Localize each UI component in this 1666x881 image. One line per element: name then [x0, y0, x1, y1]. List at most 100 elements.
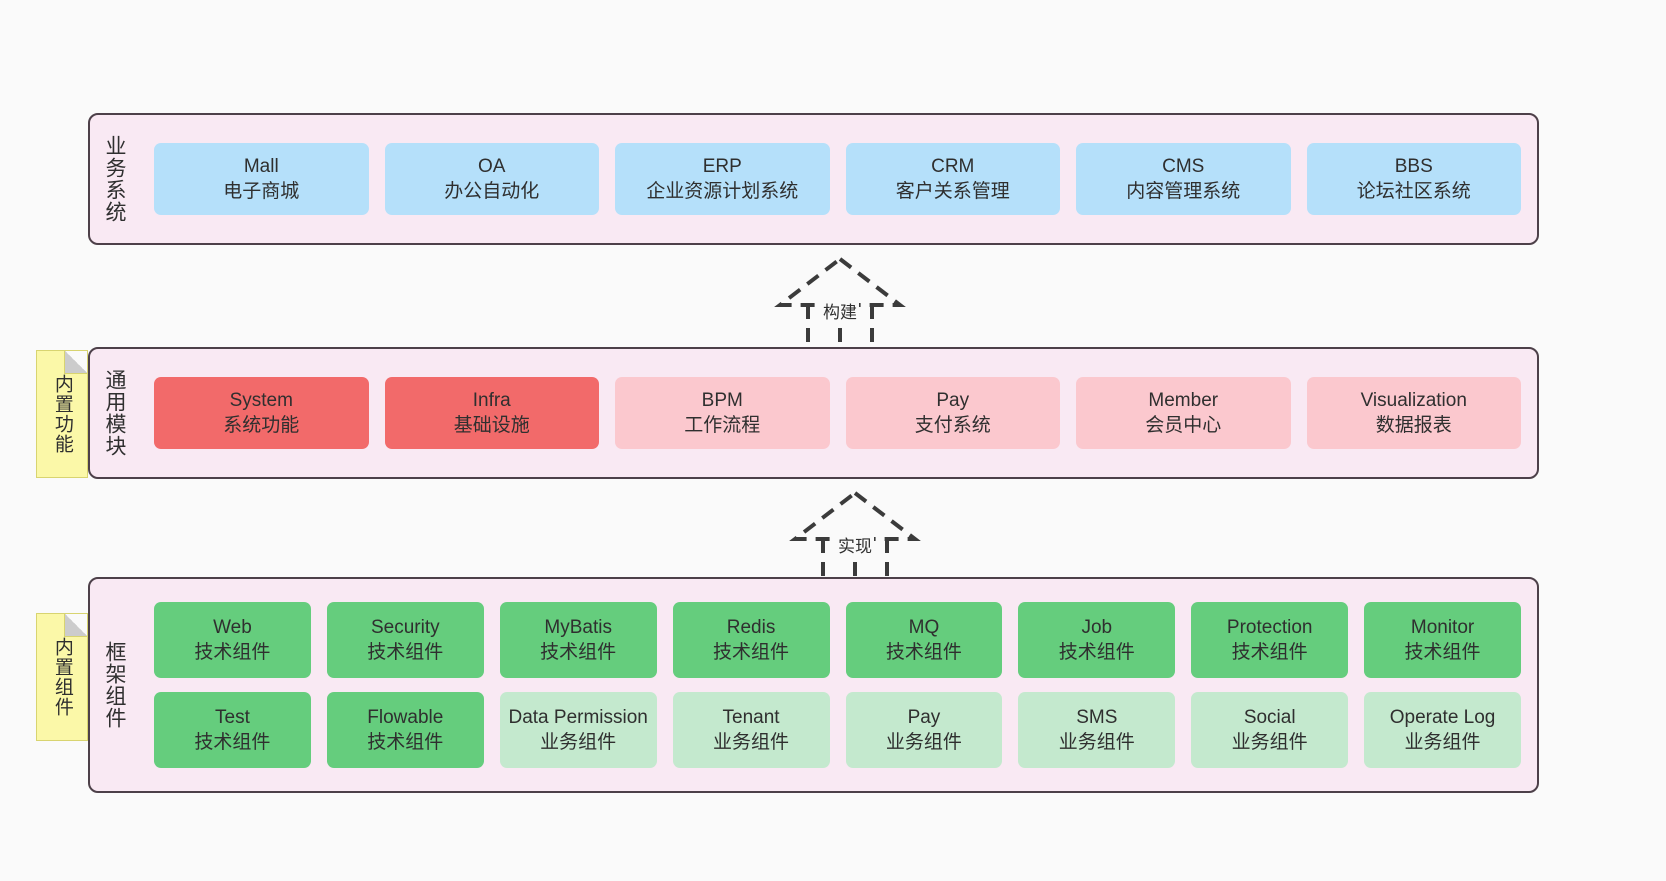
node-member[interactable]: Member 会员中心: [1076, 377, 1291, 449]
node-flowable[interactable]: Flowable 技术组件: [326, 692, 484, 768]
node-subtitle: 客户关系管理: [895, 181, 1010, 202]
layer-body-common-modules: System 系统功能 Infra 基础设施 BPM 工作流程 Pay 支付系统…: [138, 349, 1537, 477]
node-tenant[interactable]: Tenant 业务组件: [672, 692, 830, 768]
connector-label-implement: 实现: [836, 532, 874, 557]
node-subtitle: 电子商城: [223, 181, 300, 202]
node-social[interactable]: Social 业务组件: [1191, 692, 1349, 768]
connector-build: 构建: [750, 253, 930, 353]
node-subtitle: 企业资源计划系统: [646, 181, 799, 202]
node-title: MyBatis: [544, 616, 612, 638]
node-title: Flowable: [367, 706, 444, 728]
node-subtitle: 技术组件: [367, 732, 444, 753]
node-sms[interactable]: SMS 业务组件: [1018, 692, 1176, 768]
node-mall[interactable]: Mall 电子商城: [154, 143, 369, 215]
node-subtitle: 系统功能: [223, 415, 300, 436]
node-infra[interactable]: Infra 基础设施: [384, 377, 599, 449]
node-subtitle: 技术组件: [194, 732, 271, 753]
node-subtitle: 业务组件: [1058, 732, 1135, 753]
node-title: OA: [478, 155, 506, 177]
node-web[interactable]: Web 技术组件: [154, 602, 311, 678]
node-subtitle: 业务组件: [885, 732, 962, 753]
node-title: Pay: [936, 389, 970, 411]
node-title: Job: [1081, 616, 1113, 638]
layer-row: Test 技术组件 Flowable 技术组件 Data Permission …: [154, 692, 1521, 768]
node-subtitle: 支付系统: [914, 415, 991, 436]
node-title: SMS: [1076, 706, 1118, 728]
layer-row: Mall 电子商城 OA 办公自动化 ERP 企业资源计划系统 CRM 客户关系…: [154, 143, 1521, 215]
node-title: Redis: [726, 616, 776, 638]
node-monitor[interactable]: Monitor 技术组件: [1364, 602, 1521, 678]
note-builtin-function[interactable]: 内置功能: [36, 350, 88, 478]
node-subtitle: 技术组件: [540, 642, 617, 663]
layer-body-business-systems: Mall 电子商城 OA 办公自动化 ERP 企业资源计划系统 CRM 客户关系…: [138, 115, 1537, 243]
node-mq[interactable]: MQ 技术组件: [845, 602, 1003, 678]
layer-title-common-modules: 通用模块: [102, 369, 126, 457]
node-subtitle: 内容管理系统: [1126, 181, 1241, 202]
node-crm[interactable]: CRM 客户关系管理: [845, 143, 1060, 215]
node-pay-module[interactable]: Pay 支付系统: [845, 377, 1060, 449]
node-subtitle: 技术组件: [367, 642, 444, 663]
node-security[interactable]: Security 技术组件: [326, 602, 484, 678]
node-subtitle: 技术组件: [1058, 642, 1135, 663]
node-operate-log[interactable]: Operate Log 业务组件: [1364, 692, 1521, 768]
layer-common-modules: 通用模块 System 系统功能 Infra 基础设施 BPM 工作流程 Pay…: [88, 347, 1539, 479]
node-title: ERP: [702, 155, 742, 177]
layer-body-framework-components: Web 技术组件 Security 技术组件 MyBatis 技术组件 Redi…: [138, 579, 1537, 791]
node-oa[interactable]: OA 办公自动化: [384, 143, 599, 215]
node-title: Social: [1243, 706, 1296, 728]
layer-title-business-systems: 业务系统: [102, 135, 126, 223]
layer-row: System 系统功能 Infra 基础设施 BPM 工作流程 Pay 支付系统…: [154, 377, 1521, 449]
node-pay-component[interactable]: Pay 业务组件: [845, 692, 1003, 768]
node-title: Protection: [1226, 616, 1313, 638]
layer-title-framework-components: 框架组件: [102, 641, 126, 729]
node-mybatis[interactable]: MyBatis 技术组件: [499, 602, 657, 678]
layer-business-systems: 业务系统 Mall 电子商城 OA 办公自动化 ERP 企业资源计划系统 CRM…: [88, 113, 1539, 245]
node-title: Web: [213, 616, 252, 638]
node-title: CMS: [1162, 155, 1205, 177]
node-title: Pay: [907, 706, 941, 728]
node-title: Tenant: [722, 706, 780, 728]
node-bbs[interactable]: BBS 论坛社区系统: [1306, 143, 1521, 215]
node-title: BBS: [1394, 155, 1433, 177]
layer-row: Web 技术组件 Security 技术组件 MyBatis 技术组件 Redi…: [154, 602, 1521, 678]
node-title: BPM: [701, 389, 743, 411]
note-label: 内置组件: [51, 637, 73, 717]
node-title: Security: [370, 616, 440, 638]
node-subtitle: 办公自动化: [444, 181, 540, 202]
node-subtitle: 工作流程: [684, 415, 761, 436]
node-title: Member: [1148, 389, 1219, 411]
node-title: Infra: [472, 389, 511, 411]
node-protection[interactable]: Protection 技术组件: [1191, 602, 1349, 678]
node-subtitle: 业务组件: [540, 732, 617, 753]
layer-framework-components: 框架组件 Web 技术组件 Security 技术组件 MyBatis 技术组件…: [88, 577, 1539, 793]
connector-implement: 实现: [765, 487, 945, 587]
node-title: System: [229, 389, 293, 411]
node-subtitle: 技术组件: [1404, 642, 1481, 663]
node-subtitle: 技术组件: [713, 642, 790, 663]
node-subtitle: 业务组件: [1231, 732, 1308, 753]
note-builtin-component[interactable]: 内置组件: [36, 613, 88, 741]
node-subtitle: 业务组件: [1404, 732, 1481, 753]
node-erp[interactable]: ERP 企业资源计划系统: [615, 143, 830, 215]
node-subtitle: 技术组件: [194, 642, 271, 663]
node-title: Monitor: [1410, 616, 1475, 638]
node-redis[interactable]: Redis 技术组件: [672, 602, 830, 678]
node-subtitle: 技术组件: [885, 642, 962, 663]
node-test[interactable]: Test 技术组件: [154, 692, 311, 768]
node-title: Data Permission: [508, 706, 648, 728]
node-data-permission[interactable]: Data Permission 业务组件: [499, 692, 657, 768]
node-system[interactable]: System 系统功能: [154, 377, 369, 449]
note-label: 内置功能: [51, 374, 73, 454]
node-title: Mall: [243, 155, 279, 177]
node-subtitle: 技术组件: [1231, 642, 1308, 663]
node-subtitle: 业务组件: [713, 732, 790, 753]
node-subtitle: 基础设施: [453, 415, 530, 436]
node-title: Operate Log: [1389, 706, 1496, 728]
node-cms[interactable]: CMS 内容管理系统: [1076, 143, 1291, 215]
node-job[interactable]: Job 技术组件: [1018, 602, 1176, 678]
node-bpm[interactable]: BPM 工作流程: [615, 377, 830, 449]
node-title: Visualization: [1360, 389, 1467, 411]
node-visualization[interactable]: Visualization 数据报表: [1306, 377, 1521, 449]
node-subtitle: 会员中心: [1145, 415, 1222, 436]
